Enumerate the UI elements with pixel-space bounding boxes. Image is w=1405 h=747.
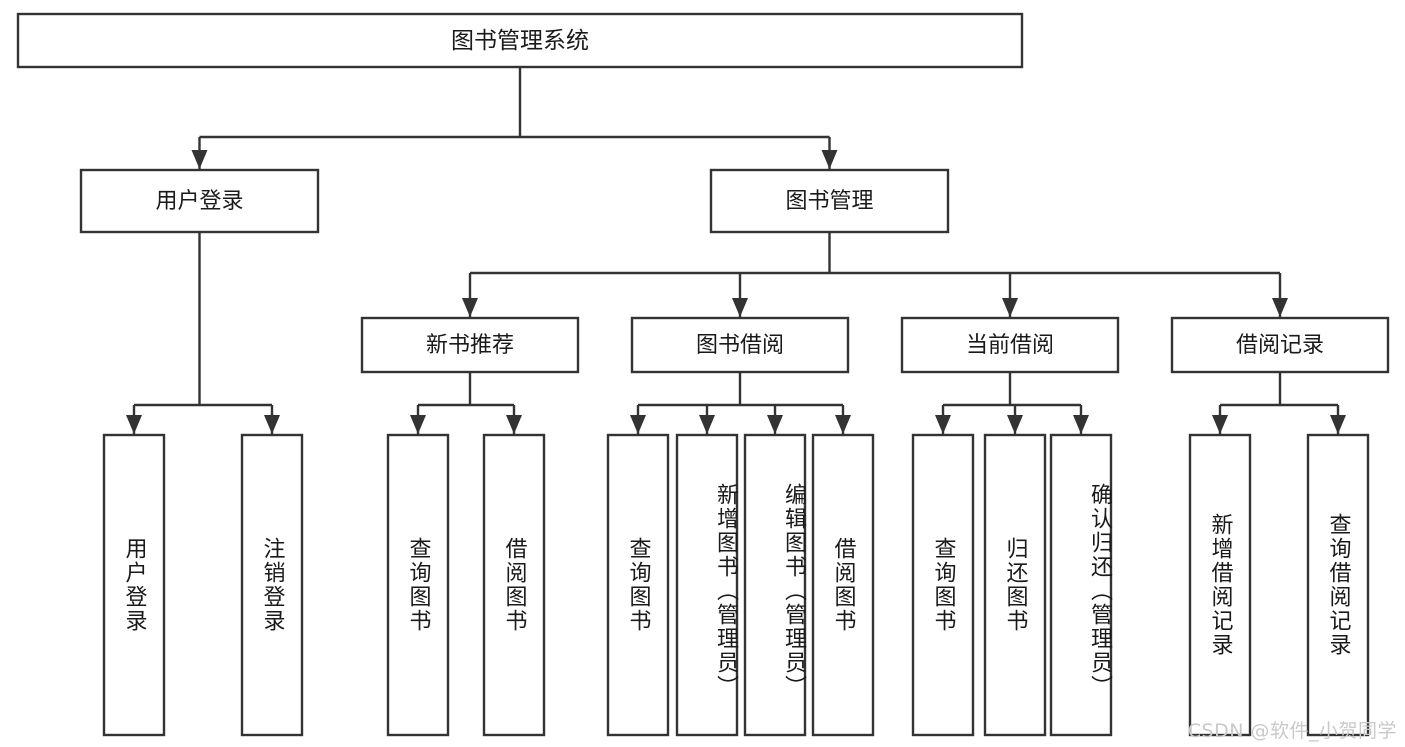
leaf-box-12[interactable] xyxy=(1306,433,1370,737)
leaf-box-11[interactable] xyxy=(1188,433,1252,737)
arrow-head-icon-group1-leaf-2 xyxy=(767,415,783,434)
arrow-head-icon-group0-leaf-1 xyxy=(506,415,522,434)
node-box-level3-3[interactable] xyxy=(1170,316,1390,374)
node-label-level3-1: 图书借阅 xyxy=(696,333,784,358)
leaf-box-3[interactable] xyxy=(482,433,546,737)
arrow-head-icon-level3-1 xyxy=(732,298,748,317)
node-label-level3-2: 当前借阅 xyxy=(966,333,1054,358)
leaf-box-9[interactable] xyxy=(983,433,1047,737)
arrow-head-icon-level2-1 xyxy=(821,150,838,169)
node-label-level3-3: 借阅记录 xyxy=(1236,333,1324,358)
arrow-head-icon-group2-leaf-1 xyxy=(1007,415,1023,434)
arrow-head-icon-level2-0 xyxy=(191,150,208,169)
arrow-head-icon-group1-leaf-0 xyxy=(630,415,646,434)
arrow-head-icon-group0-leaf-0 xyxy=(410,415,426,434)
arrow-head-icon-group2-leaf-0 xyxy=(935,415,951,434)
leaf-box-6[interactable] xyxy=(743,433,807,737)
node-label-level3-0: 新书推荐 xyxy=(426,333,514,358)
arrow-head-icon-level3-3 xyxy=(1272,298,1288,317)
arrow-head-icon-group1-leaf-3 xyxy=(835,415,851,434)
watermark-text: CSDN @软件_小贺同学 xyxy=(1187,720,1397,742)
node-box-level3-2[interactable] xyxy=(900,316,1120,374)
node-box-level3-0[interactable] xyxy=(360,316,580,374)
arrow-head-icon-level3-2 xyxy=(1002,298,1018,317)
arrow-head-icon-level3-0 xyxy=(462,298,478,317)
connector-layer xyxy=(126,67,1346,434)
node-box-level3-1[interactable] xyxy=(630,316,850,374)
leaf-box-10[interactable] xyxy=(1049,433,1113,737)
leaf-box-4[interactable] xyxy=(606,433,670,737)
leaf-box-7[interactable] xyxy=(811,433,875,737)
arrow-head-icon-group3-leaf-0 xyxy=(1212,415,1228,434)
arrow-head-icon-user-leaf-1 xyxy=(264,415,280,434)
node-box-level2-0[interactable] xyxy=(79,168,320,234)
node-label-root: 图书管理系统 xyxy=(451,28,589,54)
leaf-box-5[interactable] xyxy=(675,433,739,737)
node-box-level2-1[interactable] xyxy=(709,168,950,234)
arrow-head-icon-group1-leaf-1 xyxy=(699,415,715,434)
box-layer xyxy=(16,12,1390,737)
leaf-box-0[interactable] xyxy=(102,433,166,737)
arrow-head-icon-group2-leaf-2 xyxy=(1073,415,1089,434)
leaf-box-2[interactable] xyxy=(386,433,450,737)
node-label-level2-1: 图书管理 xyxy=(785,189,873,214)
arrow-head-icon-user-leaf-0 xyxy=(126,415,142,434)
node-box-root[interactable] xyxy=(16,12,1024,69)
arrow-head-icon-group3-leaf-1 xyxy=(1330,415,1346,434)
leaf-box-1[interactable] xyxy=(240,433,304,737)
leaf-box-8[interactable] xyxy=(911,433,975,737)
node-label-level2-0: 用户登录 xyxy=(155,189,243,214)
